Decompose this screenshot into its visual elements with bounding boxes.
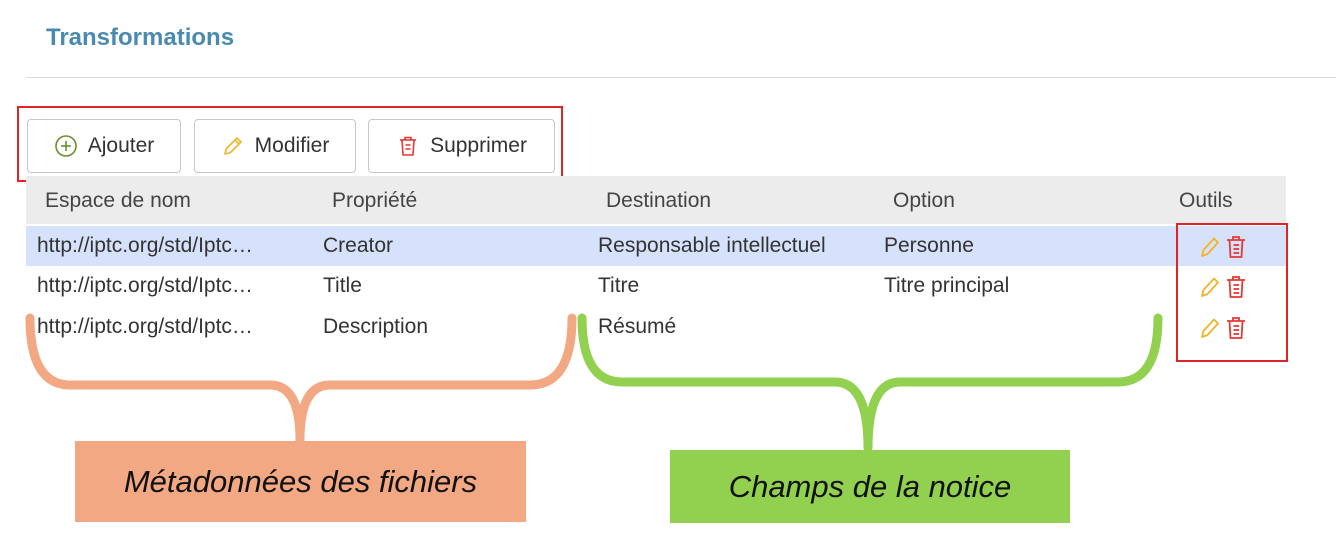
cell-destination: Responsable intellectuel [598, 234, 826, 257]
cell-property: Title [323, 274, 362, 297]
delete-button[interactable]: Supprimer [368, 119, 555, 173]
delete-button-label: Supprimer [430, 134, 527, 157]
row-tools [1198, 274, 1248, 305]
pencil-icon[interactable] [1198, 234, 1222, 265]
trash-icon[interactable] [1224, 234, 1248, 265]
file-metadata-label: Métadonnées des fichiers [123, 463, 478, 499]
trash-icon [396, 134, 420, 158]
cell-namespace: http://iptc.org/std/Iptc… [37, 315, 253, 338]
green-brace [577, 313, 1163, 453]
pencil-icon[interactable] [1198, 315, 1222, 346]
record-fields-label: Champs de la notice [728, 468, 1012, 504]
orange-brace [25, 313, 577, 445]
column-header-tools: Outils [1179, 189, 1233, 212]
pencil-icon [221, 134, 245, 158]
cell-namespace: http://iptc.org/std/Iptc… [37, 234, 253, 257]
cell-property: Description [323, 315, 429, 338]
cell-destination: Résumé [598, 315, 677, 338]
column-header-option[interactable]: Option [893, 189, 955, 212]
table-row[interactable] [26, 226, 1286, 266]
cell-property: Creator [323, 234, 394, 257]
record-fields-callout: Champs de la notice [670, 450, 1070, 523]
column-header-destination[interactable]: Destination [606, 189, 712, 212]
edit-button[interactable]: Modifier [194, 119, 356, 173]
row-tools [1198, 234, 1248, 265]
file-metadata-callout: Métadonnées des fichiers [75, 441, 526, 522]
column-header-namespace[interactable]: Espace de nom [45, 189, 191, 212]
trash-icon[interactable] [1224, 274, 1248, 305]
trash-icon[interactable] [1224, 315, 1248, 346]
cell-option: Personne [884, 234, 974, 257]
edit-button-label: Modifier [254, 134, 330, 157]
tools-highlight-box [1176, 223, 1288, 362]
plus-circle-icon [54, 134, 78, 158]
cell-namespace: http://iptc.org/std/Iptc… [37, 274, 253, 297]
section-title: Transformations [46, 24, 235, 51]
row-tools [1198, 315, 1248, 346]
add-button[interactable]: Ajouter [27, 119, 181, 173]
cell-option: Titre principal [884, 274, 1010, 297]
add-button-label: Ajouter [87, 134, 155, 157]
section-divider [26, 77, 1336, 78]
column-header-property[interactable]: Propriété [332, 189, 418, 212]
pencil-icon[interactable] [1198, 274, 1222, 305]
table-header [26, 176, 1286, 224]
cell-destination: Titre [598, 274, 640, 297]
